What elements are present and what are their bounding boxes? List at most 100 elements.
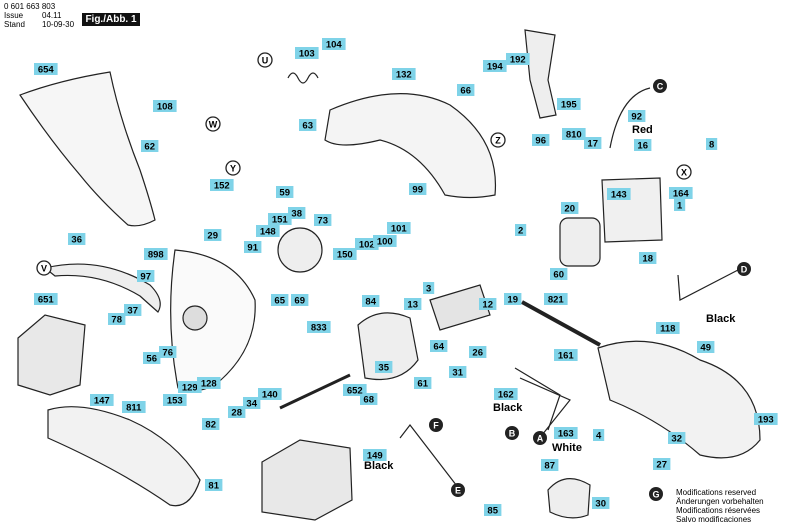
part-label-box	[68, 233, 86, 245]
part-label: 132	[392, 68, 416, 81]
blade-guard-rod	[43, 263, 161, 313]
part-number: 118	[660, 324, 675, 335]
wire-black-163	[399, 424, 461, 491]
part-label-box	[561, 202, 579, 214]
part-label-box	[541, 459, 559, 471]
part-number: 898	[148, 250, 164, 261]
part-number: 35	[378, 363, 389, 374]
stand-label: Stand	[4, 20, 25, 29]
part-number: 148	[260, 227, 276, 238]
part-number: 99	[412, 185, 423, 196]
spring-103	[287, 72, 319, 84]
part-number: 84	[365, 297, 376, 308]
svg-text:U: U	[262, 56, 269, 66]
part-number: 66	[460, 86, 471, 97]
part-label-box	[137, 270, 155, 282]
issue-value: 04.11	[42, 11, 62, 20]
wire-black-18	[677, 269, 739, 301]
part-number: 97	[140, 272, 151, 283]
part-label: 108	[153, 100, 177, 113]
part-number: 152	[214, 181, 230, 192]
part-label-box	[271, 294, 289, 306]
part-label: 97	[137, 270, 155, 283]
lower-guard-left	[47, 406, 201, 507]
part-label: 19	[504, 293, 522, 306]
part-label: 194	[483, 60, 507, 73]
connector-c: C	[653, 79, 667, 93]
part-number: 32	[671, 434, 682, 445]
figure-label: Fig./Abb. 1	[82, 13, 140, 26]
part-label: 99	[409, 183, 427, 196]
part-label: 32	[668, 432, 686, 445]
part-label: 17	[584, 137, 602, 150]
part-label-box	[544, 293, 568, 305]
part-label: 821	[544, 293, 568, 306]
part-number: 34	[246, 399, 257, 410]
part-label: 85	[484, 504, 502, 517]
part-label: 20	[561, 202, 579, 215]
part-label-box	[404, 298, 422, 310]
part-label-box	[706, 138, 718, 150]
part-label: 69	[291, 294, 309, 307]
part-number: 26	[472, 348, 483, 359]
part-label: 64	[430, 340, 448, 353]
collet-85	[547, 478, 591, 519]
part-label-box	[333, 248, 357, 260]
part-label-box	[124, 304, 142, 316]
part-label-box	[392, 68, 416, 80]
part-number: 12	[482, 300, 493, 311]
part-label-box	[34, 63, 58, 75]
part-label-box	[256, 225, 280, 237]
part-label-box	[210, 179, 234, 191]
part-label: 652	[343, 384, 367, 397]
part-label-box	[314, 214, 332, 226]
part-label: 103	[295, 47, 319, 60]
part-label-box	[674, 199, 686, 211]
part-label: 147	[90, 394, 114, 407]
part-label-box	[639, 252, 657, 264]
part-label: 61	[414, 377, 432, 390]
part-label: 63	[299, 119, 317, 132]
part-number: 103	[299, 49, 315, 60]
part-number: 30	[595, 499, 606, 510]
part-number: 61	[417, 379, 428, 390]
part-label: 26	[469, 346, 487, 359]
part-number: 18	[642, 254, 653, 265]
note-line: Modifications reserved	[676, 488, 757, 497]
part-label: 66	[457, 84, 475, 97]
part-number: 4	[596, 431, 602, 442]
svg-text:G: G	[652, 490, 659, 500]
connector-f: F	[429, 418, 443, 432]
part-label: 12	[479, 298, 497, 311]
motor-housing	[601, 177, 663, 243]
part-label-box	[159, 346, 177, 358]
svg-text:D: D	[741, 265, 748, 275]
part-label-box	[268, 213, 292, 225]
part-number: 132	[396, 70, 412, 81]
part-number: 37	[127, 306, 138, 317]
wire-label-red: Red	[632, 124, 653, 136]
part-label: 37	[124, 304, 142, 317]
part-label-box	[506, 53, 530, 65]
part-label-box	[90, 394, 114, 406]
part-label: 833	[307, 321, 331, 334]
part-number: 19	[507, 295, 518, 306]
part-label-box	[307, 321, 331, 333]
part-number: 65	[274, 296, 285, 307]
part-number: 821	[548, 295, 565, 306]
part-label-box	[532, 134, 550, 146]
part-label-box	[387, 222, 411, 234]
svg-text:W: W	[209, 120, 218, 130]
part-number: 56	[146, 354, 157, 365]
part-number: 82	[205, 420, 216, 431]
part-label-box	[355, 238, 379, 250]
wire-label-black-163: Black	[364, 460, 394, 472]
part-label-box	[143, 352, 161, 364]
part-label: 192	[506, 53, 530, 66]
part-label: 4	[593, 429, 605, 442]
part-number: 62	[144, 142, 155, 153]
part-number-labels: 6541086215229368989765178375676147811153…	[34, 38, 778, 517]
part-number: 151	[272, 215, 289, 226]
part-label-box	[258, 388, 282, 400]
